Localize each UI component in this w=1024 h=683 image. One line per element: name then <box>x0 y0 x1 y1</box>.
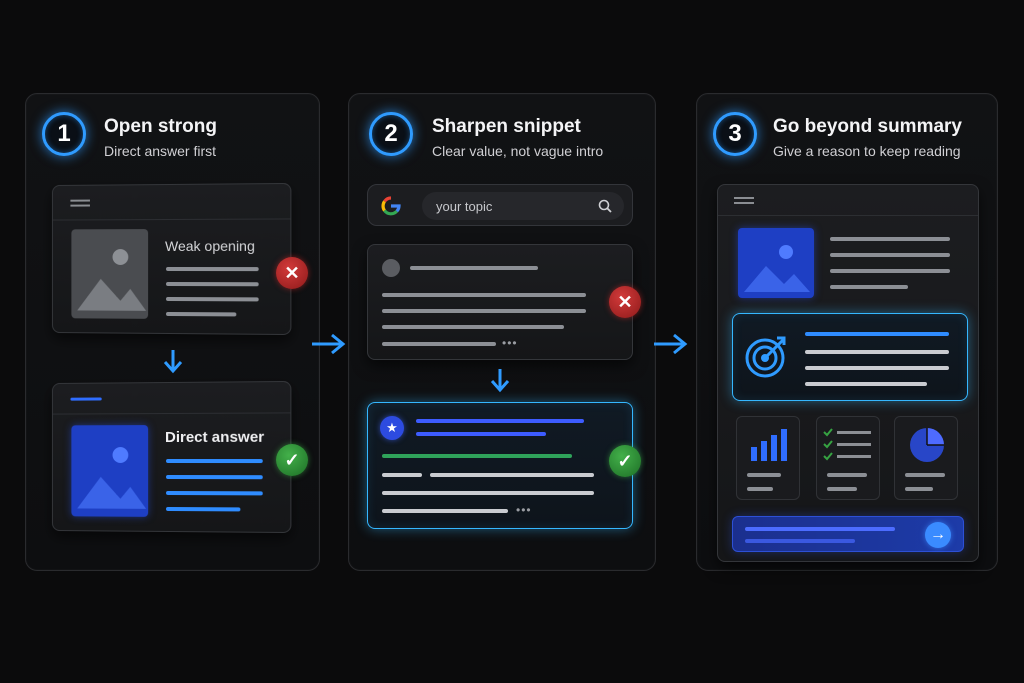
text-line <box>416 419 584 423</box>
fail-icon: ✕ <box>276 257 308 289</box>
text-line <box>430 473 594 477</box>
step-number: 2 <box>384 120 398 147</box>
text-line <box>805 366 949 370</box>
article-card: → <box>717 184 979 562</box>
text-line <box>747 487 773 491</box>
step-number-badge: 1 <box>42 112 86 156</box>
step-title: Go beyond summary <box>773 116 962 137</box>
star-icon: ★ <box>380 416 404 440</box>
step-subtitle: Give a reason to keep reading <box>773 143 961 159</box>
strong-snippet-card: ★ ••• <box>367 402 633 529</box>
search-input-text: your topic <box>436 199 493 214</box>
text-line <box>747 473 781 477</box>
pie-chart-icon <box>910 428 944 462</box>
text-line <box>830 237 950 241</box>
image-icon <box>71 229 149 319</box>
text-line <box>382 454 572 458</box>
header-accent <box>70 397 102 401</box>
text-line <box>416 432 546 436</box>
menu-icon <box>70 199 90 207</box>
step-subtitle: Direct answer first <box>104 143 217 159</box>
step-title: Open strong <box>104 116 217 137</box>
text-line <box>745 539 855 543</box>
checklist-mini-card <box>816 416 880 500</box>
down-arrow-icon <box>490 369 510 393</box>
weak-opening-card: Weak opening <box>51 182 292 336</box>
image-icon <box>71 425 149 517</box>
arrow-right-icon[interactable]: → <box>925 522 951 548</box>
step-number-badge: 3 <box>713 112 757 156</box>
step-number: 3 <box>728 120 742 147</box>
step-title: Sharpen snippet <box>432 116 581 137</box>
text-line <box>382 491 594 495</box>
text-line <box>382 342 496 346</box>
step-subtitle: Clear value, not vague intro <box>432 143 604 159</box>
text-line <box>166 296 259 302</box>
text-line <box>166 281 259 287</box>
text-line <box>166 490 263 496</box>
value-highlight-block <box>732 313 968 401</box>
search-bar: your topic <box>367 184 633 226</box>
search-icon[interactable] <box>598 199 612 213</box>
step-1-panel: 1 Open strong Direct answer first Weak o… <box>25 93 320 571</box>
text-line <box>382 325 564 329</box>
weak-opening-label: Weak opening <box>165 237 255 255</box>
more-icon: ••• <box>502 336 518 350</box>
text-line <box>166 311 237 317</box>
target-icon <box>745 336 786 378</box>
more-icon: ••• <box>516 503 532 517</box>
success-icon: ✓ <box>609 445 641 477</box>
search-input[interactable]: your topic <box>422 192 624 220</box>
text-line <box>827 473 867 477</box>
step-number: 1 <box>57 120 71 147</box>
favicon-placeholder <box>382 259 400 277</box>
step-3-panel: 3 Go beyond summary Give a reason to kee… <box>696 93 998 571</box>
weak-snippet-card: ••• <box>367 244 633 360</box>
text-line <box>166 266 259 272</box>
text-line <box>166 506 241 512</box>
bar-chart-icon <box>751 429 787 461</box>
success-icon: ✓ <box>276 444 308 476</box>
checklist-icon <box>823 428 871 461</box>
direct-answer-label: Direct answer <box>165 428 265 447</box>
direct-answer-card: Direct answer <box>51 380 292 534</box>
text-line <box>830 253 950 257</box>
text-line <box>830 285 908 289</box>
text-line <box>905 473 945 477</box>
text-line <box>382 293 586 297</box>
stats-mini-card <box>736 416 800 500</box>
text-line <box>805 382 927 386</box>
text-line <box>830 269 950 273</box>
menu-icon <box>734 197 754 204</box>
image-icon <box>738 228 814 298</box>
continue-reading-button[interactable]: → <box>732 516 964 552</box>
text-line <box>905 487 933 491</box>
text-line <box>805 350 949 354</box>
step-number-badge: 2 <box>369 112 413 156</box>
right-arrow-icon <box>312 333 346 355</box>
down-arrow-icon <box>163 350 183 374</box>
text-line <box>382 309 586 313</box>
text-line <box>166 474 263 480</box>
text-line <box>410 266 538 270</box>
pie-mini-card <box>894 416 958 500</box>
right-arrow-icon <box>654 333 688 355</box>
text-line <box>827 487 857 491</box>
google-logo-icon <box>381 196 401 216</box>
fail-icon: ✕ <box>609 286 641 318</box>
text-line <box>382 509 508 513</box>
text-line <box>745 527 895 531</box>
step-2-panel: 2 Sharpen snippet Clear value, not vague… <box>348 93 656 571</box>
text-line <box>805 332 949 336</box>
text-line <box>382 473 422 477</box>
text-line <box>166 458 263 464</box>
